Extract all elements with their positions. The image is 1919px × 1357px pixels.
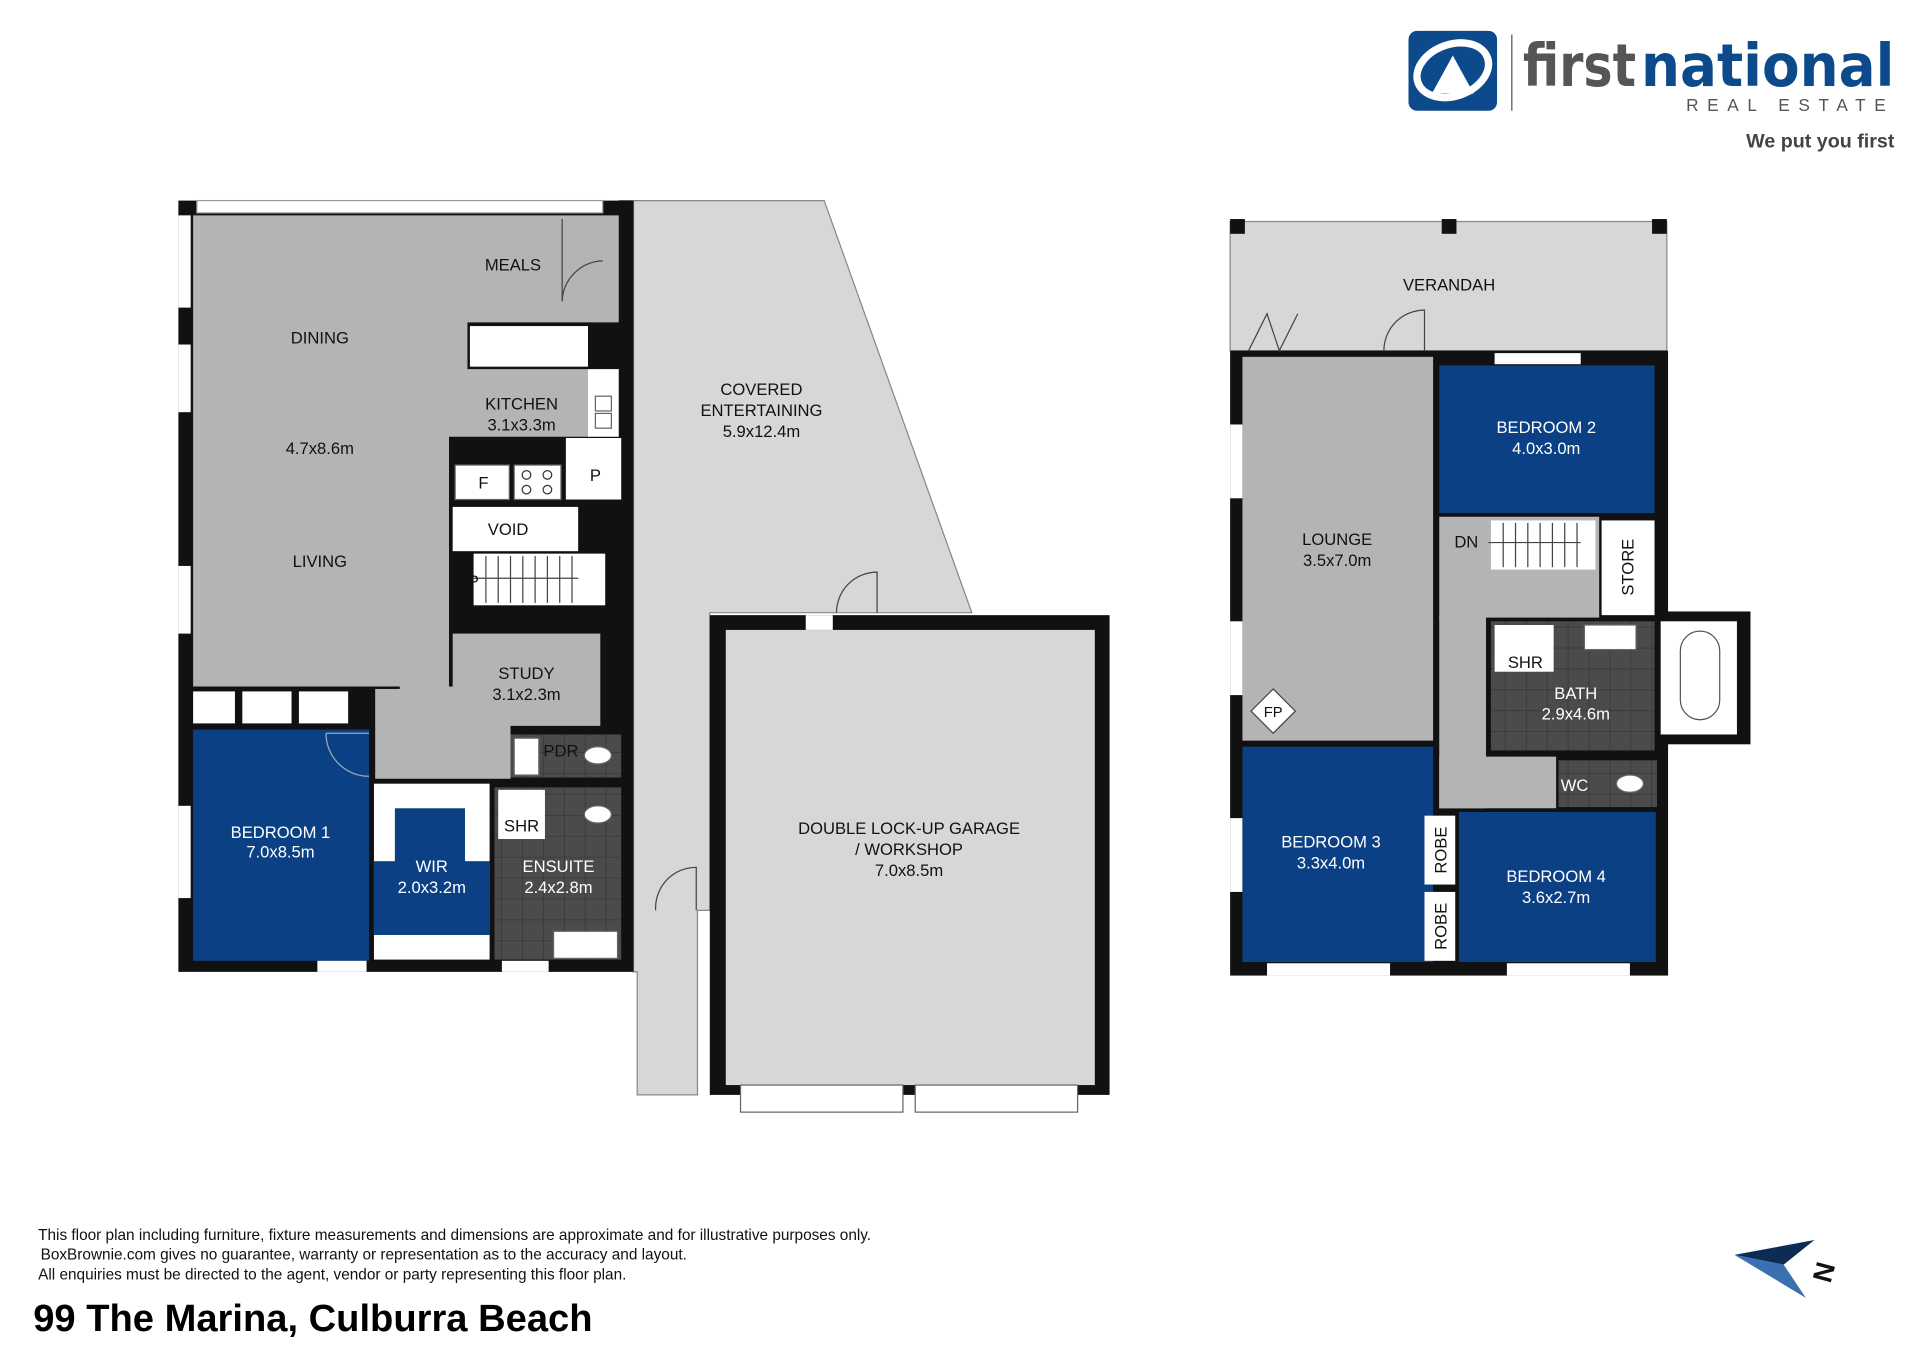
toilet-icon	[583, 805, 612, 824]
label-lounge-dims: 3.5x7.0m	[1303, 551, 1371, 570]
label-bedroom-4: BEDROOM 4	[1506, 867, 1606, 886]
garage-door-right	[914, 1084, 1079, 1113]
pantry	[565, 438, 622, 500]
label-study-dims: 3.1x2.3m	[492, 685, 560, 704]
compass-north-label: N	[1807, 1259, 1841, 1286]
label-wir-dims: 2.0x3.2m	[398, 878, 466, 897]
bedroom-3	[1242, 746, 1434, 963]
ground-stairs	[473, 553, 606, 606]
label-fridge: F	[478, 473, 488, 492]
label-wir: WIR	[416, 857, 448, 876]
cooktop-icon	[513, 464, 562, 501]
label-meals: MEALS	[485, 256, 541, 275]
label-bath-shr: SHR	[1508, 653, 1543, 672]
label-living-dims: 4.7x8.6m	[286, 439, 354, 458]
disclaimer-line-2: BoxBrownie.com gives no guarantee, warra…	[41, 1247, 687, 1264]
verandah	[1229, 220, 1668, 352]
label-robe-1: ROBE	[1432, 827, 1451, 874]
label-study: STUDY	[498, 664, 554, 683]
property-address: 99 The Marina, Culburra Beach	[33, 1297, 592, 1340]
label-bath: BATH	[1554, 684, 1597, 703]
label-bedroom-1: BEDROOM 1	[231, 823, 331, 842]
label-pantry: P	[590, 466, 601, 485]
brand-name-first: first	[1523, 31, 1636, 100]
garage-door-left	[739, 1084, 904, 1113]
living-dining-area	[193, 215, 619, 687]
void	[452, 506, 579, 552]
lounge	[1242, 356, 1434, 741]
label-dn: DN	[1454, 532, 1478, 551]
label-verandah: VERANDAH	[1403, 275, 1495, 294]
label-bedroom-3: BEDROOM 3	[1281, 833, 1381, 852]
label-bedroom-1-dims: 7.0x8.5m	[246, 842, 314, 861]
fridge	[454, 464, 510, 501]
label-entertaining: ENTERTAINING	[700, 401, 822, 420]
robe-1	[1424, 815, 1456, 885]
disclaimer-line-1: This floor plan including furniture, fix…	[38, 1227, 871, 1244]
first-national-logo: first national REAL ESTATE We put you fi…	[1408, 30, 1895, 153]
label-kitchen: KITCHEN	[485, 395, 558, 414]
brand-name-national: national	[1641, 31, 1894, 100]
label-bedroom-3-dims: 3.3x4.0m	[1297, 854, 1365, 873]
label-robe-2: ROBE	[1432, 903, 1451, 950]
label-ensuite-dims: 2.4x2.8m	[524, 878, 592, 897]
label-up: UP	[456, 572, 479, 591]
label-garage: DOUBLE LOCK-UP GARAGE	[798, 819, 1020, 838]
label-store: STORE	[1619, 539, 1638, 596]
toilet-icon	[583, 746, 612, 765]
label-covered-dims: 5.9x12.4m	[723, 422, 800, 441]
label-kitchen-dims: 3.1x3.3m	[487, 416, 555, 435]
disclaimer-line-3: All enquiries must be directed to the ag…	[38, 1266, 626, 1283]
brand-subtitle: REAL ESTATE	[1686, 95, 1894, 115]
ground-floor-plan: MEALS DINING 4.7x8.6m LIVING KITCHEN 3.1…	[178, 199, 1110, 1113]
label-ensuite: ENSUITE	[523, 857, 595, 876]
label-covered: COVERED	[720, 380, 802, 399]
label-living: LIVING	[293, 552, 347, 571]
kitchen-sink	[588, 369, 619, 437]
brand-tagline: We put you first	[1746, 131, 1895, 153]
bedroom-2	[1439, 365, 1655, 514]
upper-floor-plan: VERANDAH LOUNGE 3.5x7.0m BEDROOM 2 4.0x3…	[1229, 219, 1751, 976]
label-bath-dims: 2.9x4.6m	[1542, 705, 1610, 724]
robe-2	[1424, 891, 1456, 961]
fireplace-icon	[1250, 688, 1297, 735]
bath-shower	[1494, 624, 1554, 672]
garage	[725, 629, 1095, 1086]
toilet-icon	[1615, 774, 1645, 793]
north-compass-icon: N	[1734, 1240, 1841, 1298]
label-dining: DINING	[291, 328, 349, 347]
label-pdr: PDR	[543, 742, 578, 761]
label-ensuite-shr: SHR	[504, 817, 539, 836]
ensuite-shower	[498, 789, 545, 840]
label-fp: FP	[1264, 705, 1283, 721]
kitchen-bench	[469, 326, 589, 367]
label-bedroom-2-dims: 4.0x3.0m	[1512, 439, 1580, 458]
vanity-basins-icon	[552, 930, 619, 959]
label-void: VOID	[488, 520, 529, 539]
upper-stairs	[1490, 520, 1596, 570]
bedroom-1	[193, 729, 370, 961]
label-garage-dims: 7.0x8.5m	[875, 861, 943, 880]
label-workshop: / WORKSHOP	[855, 840, 963, 859]
label-bedroom-2: BEDROOM 2	[1496, 418, 1596, 437]
label-lounge: LOUNGE	[1302, 530, 1372, 549]
label-bedroom-4-dims: 3.6x2.7m	[1522, 888, 1590, 907]
store	[1601, 520, 1655, 616]
label-wc: WC	[1561, 776, 1589, 795]
bedroom-4	[1458, 811, 1656, 963]
